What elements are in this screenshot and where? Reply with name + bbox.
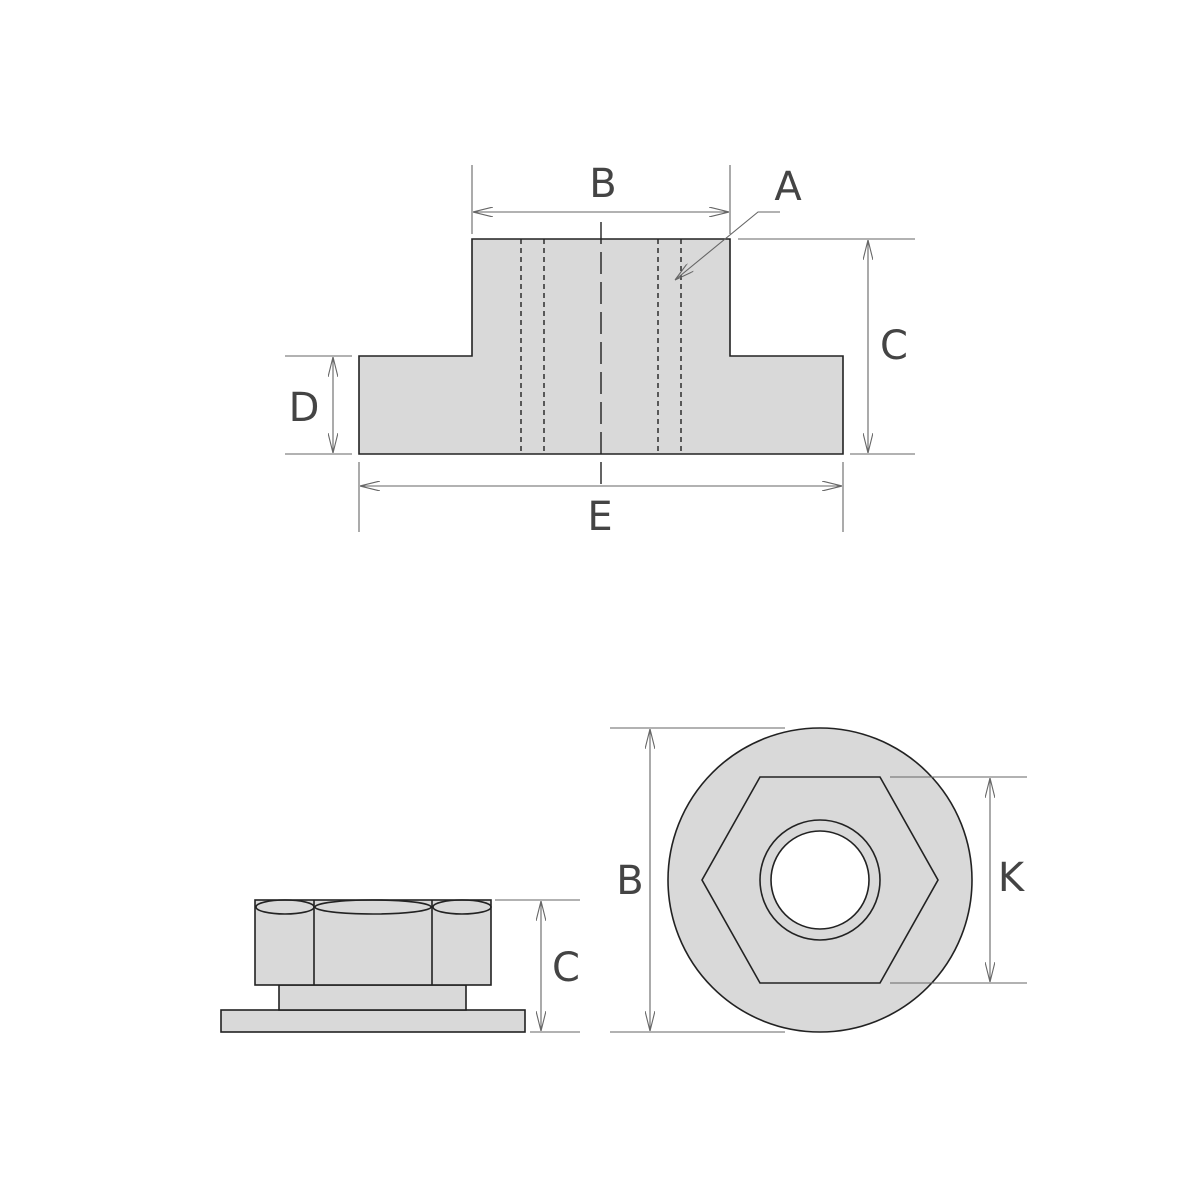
base-plate	[220, 1009, 526, 1033]
dimension-e: E	[358, 462, 844, 540]
label-e: E	[587, 494, 612, 540]
chamfer-arc	[255, 899, 315, 915]
dimension-k: K	[890, 776, 1027, 984]
bore-hole	[770, 830, 870, 930]
label-c: C	[880, 323, 908, 369]
dimension-d: D	[285, 355, 352, 455]
label-b: B	[589, 161, 616, 207]
dimension-c: C	[738, 238, 915, 455]
top-view: B A C D E	[285, 161, 915, 540]
dimension-b: B	[471, 161, 731, 234]
chamfer-arc	[314, 899, 432, 915]
label-c-side: C	[552, 945, 580, 991]
dimension-b-front: B	[610, 727, 785, 1033]
label-a: A	[774, 164, 802, 210]
label-b-front: B	[616, 858, 643, 904]
label-d: D	[289, 385, 320, 431]
hex-nut-body	[254, 899, 492, 986]
front-view: B K	[610, 727, 1027, 1033]
label-k: K	[998, 855, 1026, 901]
side-view: C	[220, 899, 580, 1033]
dimension-a: A	[675, 164, 802, 280]
collar	[278, 984, 467, 1011]
chamfer-arc	[432, 899, 492, 915]
dimension-c-side: C	[495, 899, 580, 1033]
